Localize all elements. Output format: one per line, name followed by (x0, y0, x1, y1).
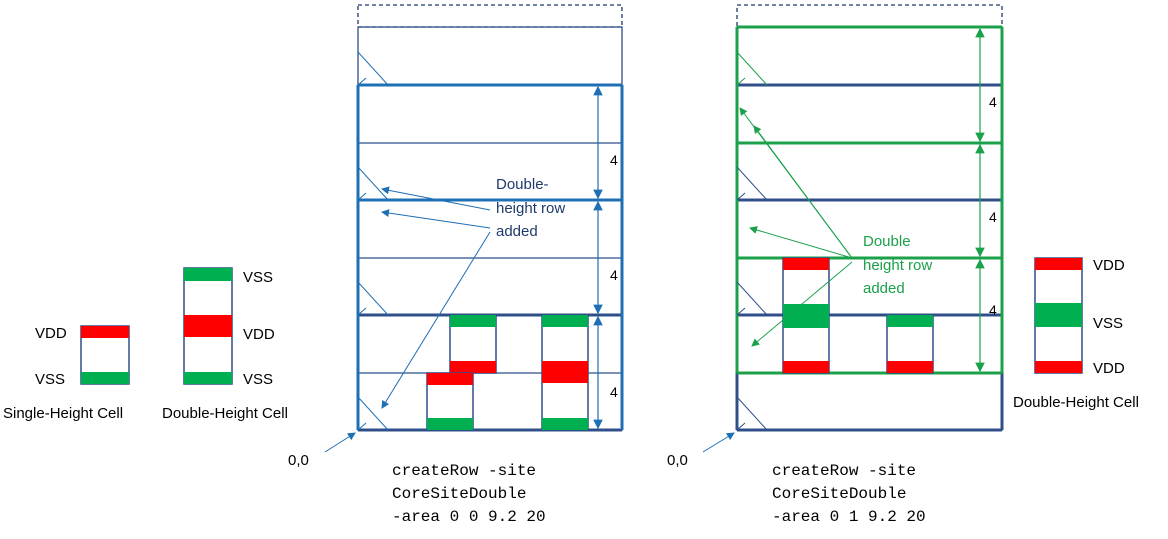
command-line-1: createRow -site (772, 462, 916, 480)
double-cell-vdd-label: VDD (243, 326, 275, 343)
row-orientation-marks (357, 51, 389, 431)
double-cell-vdd-bottom-rail (1035, 361, 1082, 373)
legend-double-height-cell-left: VSS VDD VSS Double-Height Cell (162, 267, 288, 422)
origin-pointer (702, 432, 735, 453)
placed-double-cell (782, 257, 830, 374)
command-line-2: CoreSiteDouble (392, 485, 526, 503)
placed-cell (426, 372, 474, 431)
annotation-line-3: added (496, 223, 538, 240)
single-cell-vss-label: VSS (35, 371, 65, 388)
core-frame (736, 26, 1003, 431)
row-orientation-marks (736, 51, 768, 431)
double-cell-vss-bottom-label: VSS (243, 371, 273, 388)
single-cell-caption: Single-Height Cell (3, 405, 123, 422)
dimension-label: 4 (989, 209, 997, 225)
placed-cell (886, 314, 934, 374)
annotation-pointers (381, 186, 491, 409)
annotation-line-2: height row (496, 200, 565, 217)
single-cell-vdd-rail (81, 326, 129, 338)
dimension-label: 4 (610, 384, 618, 400)
double-cell-vss-top-label: VSS (243, 269, 273, 286)
double-cell-vdd-top-rail (1035, 258, 1082, 270)
legend-single-height-cell: VDD VSS Single-Height Cell (3, 325, 130, 422)
right-panel: 4 4 4 Double height row added 0,0 create… (667, 4, 1004, 526)
double-cell-vss-bottom-rail (184, 372, 232, 384)
double-cell-caption: Double-Height Cell (162, 405, 288, 422)
left-panel: 4 4 4 Double- height row added 0,0 creat… (288, 4, 624, 526)
origin-label: 0,0 (288, 452, 309, 469)
single-cell-vdd-label: VDD (35, 325, 67, 342)
annotation-line-1: Double- (496, 176, 549, 193)
dimension-label: 4 (610, 152, 618, 168)
command-line-1: createRow -site (392, 462, 536, 480)
dashed-top-area (357, 4, 623, 28)
annotation-pointers (739, 107, 853, 347)
command-line-3: -area 0 1 9.2 20 (772, 508, 926, 526)
placed-cell (449, 314, 497, 374)
dimension-label: 4 (989, 94, 997, 110)
origin-label: 0,0 (667, 452, 688, 469)
double-cell-caption: Double-Height Cell (1013, 394, 1139, 411)
origin-pointer (324, 432, 356, 453)
placed-double-cell (541, 314, 589, 431)
annotation-line-1: Double (863, 233, 911, 250)
dimension-label: 4 (610, 267, 618, 283)
double-cell-vss-mid-rail (1035, 303, 1082, 327)
legend-double-height-cell-right: VDD VSS VDD Double-Height Cell (1013, 257, 1139, 411)
dashed-top-area (736, 4, 1003, 28)
annotation-line-2: height row (863, 257, 932, 274)
double-cell-vdd-mid-rail (184, 315, 232, 337)
double-cell-vdd-top-label: VDD (1093, 257, 1125, 274)
dimension-label: 4 (989, 302, 997, 318)
double-cell-vdd-bottom-label: VDD (1093, 360, 1125, 377)
single-cell-vss-rail (81, 372, 129, 384)
command-line-3: -area 0 0 9.2 20 (392, 508, 546, 526)
double-cell-vss-label: VSS (1093, 315, 1123, 332)
double-cell-vss-top-rail (184, 268, 232, 281)
annotation-line-3: added (863, 280, 905, 297)
command-line-2: CoreSiteDouble (772, 485, 906, 503)
